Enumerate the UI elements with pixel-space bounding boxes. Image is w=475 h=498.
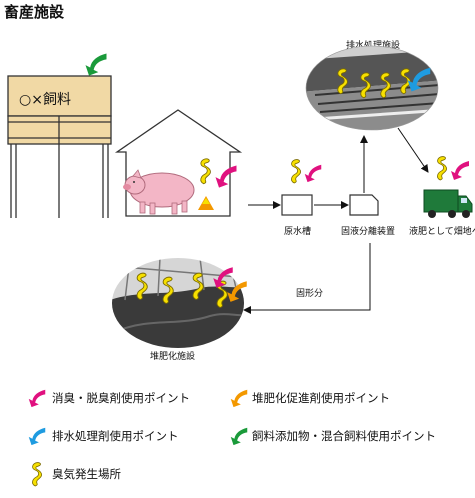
- tank-deodorant-arrow-icon: [304, 164, 322, 183]
- solids-label: 固形分: [296, 287, 323, 299]
- feed-silo: [7, 75, 112, 218]
- raw-water-tank-box: [281, 194, 313, 216]
- pig-illustration: [123, 169, 195, 215]
- legend-compost-arrow-icon: [230, 389, 248, 408]
- flow-wastewater-to-truck: [397, 127, 429, 173]
- legend-feed-label: 飼料添加物・混合飼料使用ポイント: [252, 429, 436, 443]
- compost-facility-label: 堆肥化施設: [150, 350, 195, 362]
- manure-pile: [198, 196, 214, 210]
- legend-wastewater-arrow-icon: [28, 427, 46, 446]
- wastewater-facility-photo: [306, 46, 438, 130]
- barn-deodorant-arrow-icon: [215, 165, 237, 188]
- flow-separator-to-compost: [243, 243, 371, 314]
- legend-compost-label: 堆肥化促進剤使用ポイント: [252, 391, 390, 405]
- separator-label: 固液分離装置: [341, 225, 395, 237]
- legend: 消臭・脱臭剤使用ポイント 堆肥化促進剤使用ポイント 排水処理剤使用ポイント 飼料…: [28, 389, 436, 487]
- liquid-fertilizer-label: 液肥として畑地へ: [409, 225, 475, 237]
- raw-water-tank-label: 原水槽: [284, 225, 311, 237]
- legend-wastewater-label: 排水処理剤使用ポイント: [52, 429, 179, 443]
- legend-feed-arrow-icon: [230, 427, 248, 446]
- barn-odor-icon: [200, 158, 211, 185]
- truck-deodorant-arrow-icon: [451, 161, 469, 180]
- barn: [114, 109, 243, 217]
- flow-arrows: [243, 127, 429, 314]
- legend-deodorant-arrow-icon: [28, 389, 46, 408]
- page-title: 畜産施設: [4, 3, 65, 21]
- legend-odor-label: 臭気発生場所: [52, 467, 121, 481]
- truck-illustration: [423, 189, 473, 218]
- truck-odor-icon: [437, 156, 448, 181]
- tank-odor-icon: [291, 159, 302, 184]
- feed-silo-label: ○×飼料: [19, 92, 71, 108]
- feed-arrow-icon: [85, 53, 107, 76]
- legend-odor-icon: [32, 462, 43, 487]
- legend-deodorant-label: 消臭・脱臭剤使用ポイント: [52, 391, 190, 405]
- separator-box: [349, 194, 379, 216]
